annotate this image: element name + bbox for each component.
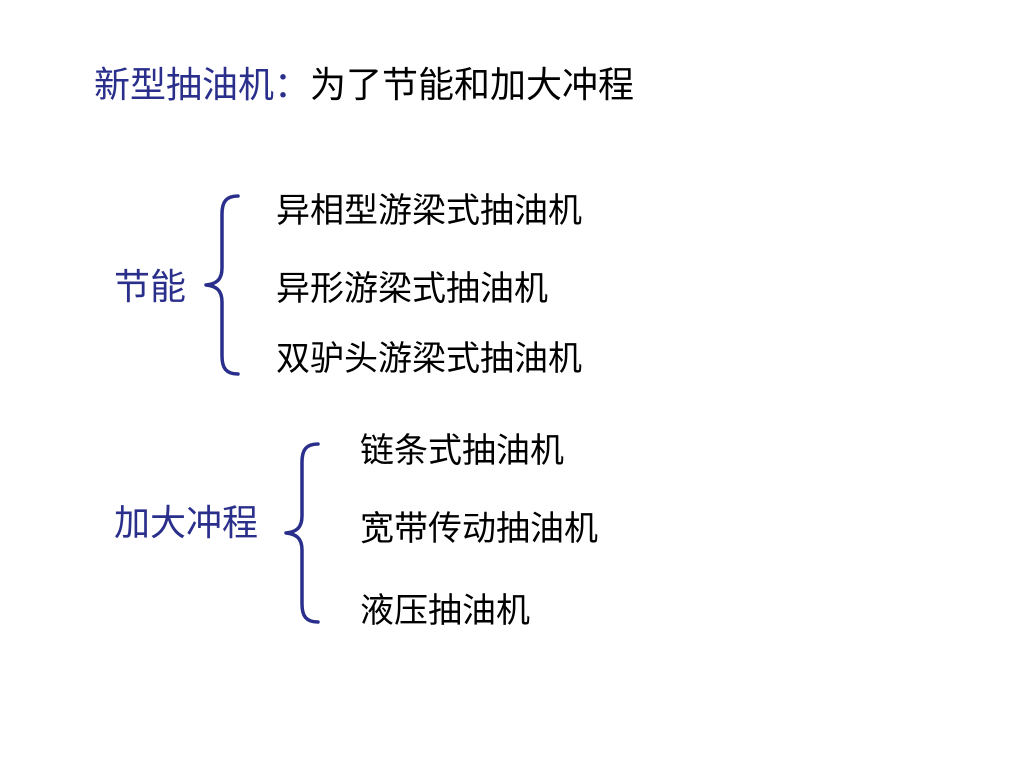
- list-item: 链条式抽油机: [360, 431, 564, 471]
- list-item: 异相型游梁式抽油机: [276, 191, 582, 231]
- slide-title: 新型抽油机：为了节能和加大冲程: [94, 64, 634, 108]
- list-item: 宽带传动抽油机: [360, 509, 598, 549]
- left-brace-icon: [204, 194, 240, 376]
- group-label-increase-stroke: 加大冲程: [114, 503, 259, 544]
- title-prefix: 新型抽油机：: [94, 65, 311, 106]
- group-label-energy-saving: 节能: [114, 267, 187, 308]
- list-item: 双驴头游梁式抽油机: [276, 339, 582, 379]
- title-text: 为了节能和加大冲程: [310, 65, 635, 106]
- list-item: 异形游梁式抽油机: [276, 269, 548, 309]
- list-item: 液压抽油机: [360, 591, 530, 631]
- left-brace-icon: [284, 442, 320, 624]
